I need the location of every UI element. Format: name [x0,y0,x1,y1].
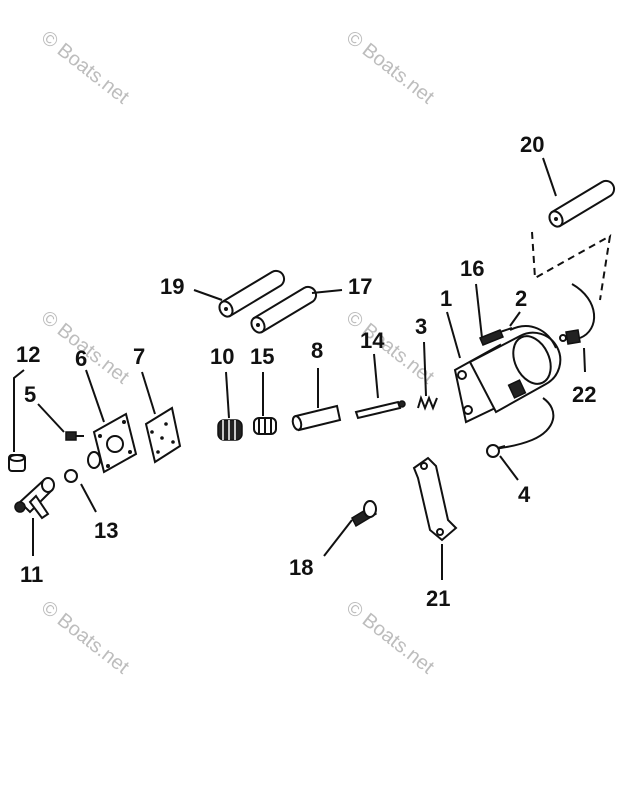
part-14-pin [354,400,406,420]
callout-8: 8 [311,338,323,363]
callout-6: 6 [75,346,87,371]
callout-19: 18 [289,555,313,580]
part-20-bracket [412,456,458,542]
callout-1: 1 [440,286,452,311]
part-5-screw [65,431,84,441]
callout-20: 21 [426,586,450,611]
callout-18: 19 [160,274,184,299]
watermark-top-left: © Boats.net [37,27,133,109]
callout-4: 4 [518,482,531,507]
part-11-fitting [14,477,55,520]
dashed-bracket [531,231,612,301]
part-12-bushing [8,454,26,472]
part-6-valve-body [87,412,138,474]
callout-11: 11 [20,562,43,587]
watermark-bottom-left: © Boats.net [37,597,133,679]
part-18-tube [218,269,286,318]
watermark-bottom-right: © Boats.net [342,597,438,679]
leader-lines [13,157,586,580]
part-22-wire [559,283,595,345]
watermark-top-right: © Boats.net [342,27,438,109]
part-16-connector [479,327,513,346]
callout-2: 2 [515,286,527,311]
callout-21: 20 [520,132,544,157]
part-10-coil [217,419,243,441]
part-13-o-ring [64,469,78,483]
callout-14: 14 [360,328,385,353]
callout-17: 17 [348,274,372,299]
part-15-spring [253,417,277,435]
callout-15: 15 [250,344,274,369]
part-7-gasket [144,406,182,464]
callout-3: 3 [415,314,427,339]
part-21-tube [548,179,616,228]
callout-13: 13 [94,518,118,543]
callout-7: 7 [133,344,145,369]
part-8-sleeve [291,404,342,432]
callout-labels: 20 19 17 16 1 2 3 14 8 10 15 7 6 12 5 22… [16,132,596,611]
callout-10: 10 [210,344,234,369]
part-19-screw [351,500,377,528]
callout-12: 12 [16,342,40,367]
callout-5: 5 [24,382,36,407]
callout-22: 22 [572,382,596,407]
part-1-solenoid [453,325,562,450]
part-4-ring-terminal [486,444,506,458]
part-3-spring [417,394,438,411]
callout-16: 16 [460,256,484,281]
